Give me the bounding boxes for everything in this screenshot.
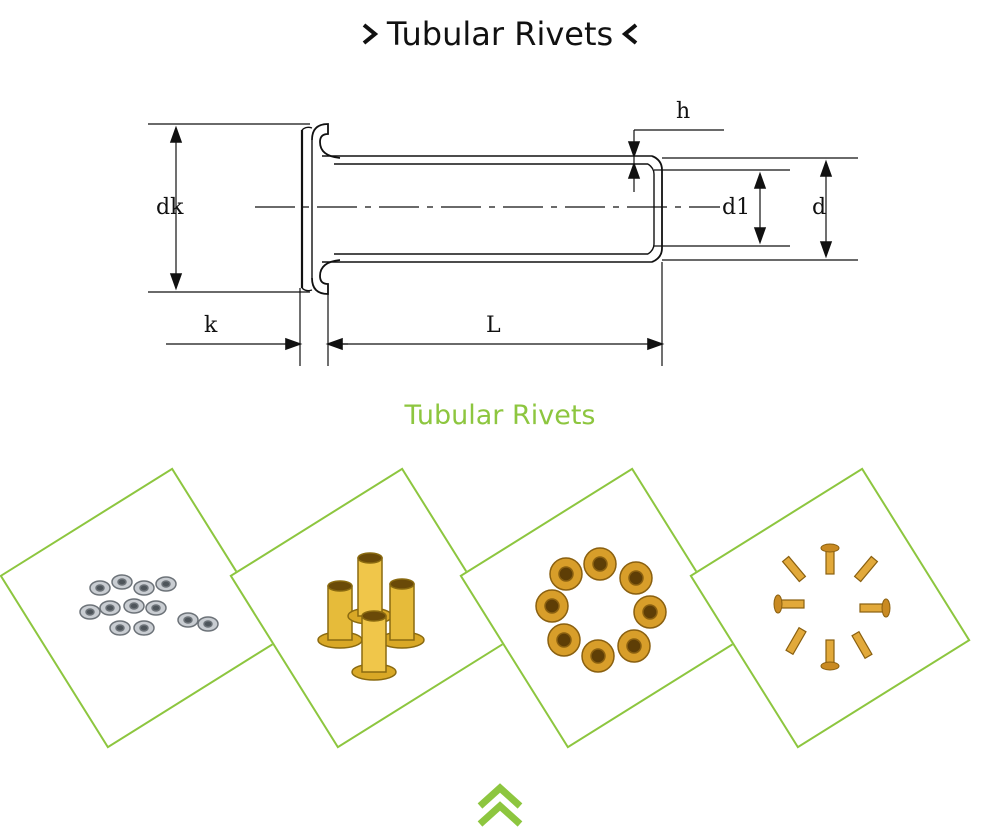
brass-tall-rivets-photo[interactable] [229, 467, 511, 749]
double-chevron-up-icon[interactable] [474, 778, 526, 830]
page-title: Tubular Rivets [386, 15, 614, 53]
brass-small-rivets-photo[interactable] [689, 467, 971, 749]
section-subtitle: Tubular Rivets [404, 400, 596, 431]
page-header: Tubular Rivets [0, 10, 1000, 58]
label-d1: d1 [722, 195, 750, 220]
stainless-rivets-photo[interactable] [0, 467, 281, 749]
product-gallery [0, 460, 1000, 760]
label-dk: dk [156, 195, 184, 220]
chevron-right-icon [362, 23, 378, 45]
brass-tall-rivets-illustration [317, 552, 425, 681]
brass-eyelets-illustration [535, 547, 667, 673]
brass-small-rivets-illustration [773, 543, 891, 671]
stainless-rivets-illustration [79, 574, 219, 636]
label-h: h [676, 99, 690, 124]
brass-eyelets-ring-photo[interactable] [459, 467, 741, 749]
label-d: d [812, 195, 826, 220]
chevron-left-icon [622, 23, 638, 45]
rivet-technical-drawing: dk h d1 d k L [148, 99, 858, 366]
label-k: k [204, 313, 218, 338]
label-L: L [486, 313, 501, 338]
